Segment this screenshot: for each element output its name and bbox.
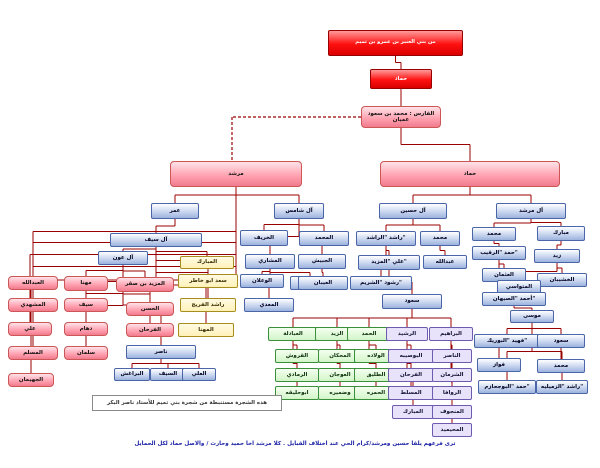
- node-fahad-boraik: فهيد "البوريك": [474, 334, 540, 348]
- node-muhammad-m: محمد: [472, 227, 516, 241]
- node-hamad-bujazim: حمد "البوجحازم": [478, 380, 536, 394]
- node-omar: عمر: [151, 203, 199, 219]
- node-alshamsan: آل شامس: [274, 203, 324, 219]
- node-alabdullah: العبدالله: [8, 276, 58, 290]
- node-alwaalan: الوعلان: [240, 274, 284, 288]
- node-alhasan: الحسن: [126, 302, 174, 316]
- node-alhamad: الحمد: [347, 327, 391, 341]
- node-almanjouf: المنجوف: [432, 405, 472, 419]
- node-almuhanna: المهنا: [178, 323, 234, 337]
- node-alramadi: الرمادي: [275, 368, 319, 382]
- node-alshirman: الشرمان: [432, 368, 472, 382]
- node-saif-l: سيف: [64, 298, 108, 312]
- node-alhussein: آل حسين: [379, 203, 447, 219]
- node-musa: موسى: [510, 310, 554, 323]
- node-almusallam: المسلم: [8, 346, 58, 360]
- node-alabadilah: العبادلة: [268, 327, 318, 341]
- node-aljubaish: الجبيش: [298, 254, 346, 269]
- node-mubarak: مبارك: [537, 226, 585, 241]
- node-abdullah-h: عبدالله: [423, 255, 467, 269]
- node-alaun: آل عون: [98, 251, 148, 265]
- node-almazid-saqr: المزيد بن صقر: [116, 277, 174, 292]
- node-alsaif: آل سيف: [110, 233, 202, 247]
- node-faris: الفارس : محمد بن سعود عميان: [361, 106, 441, 128]
- node-alqurush: القروش: [275, 349, 319, 363]
- node-rashid-faraj: راشد الفريج: [180, 298, 236, 312]
- node-hamad-raqib: حمد "الرقيب": [472, 246, 526, 260]
- node-albusaibah: البوصيبه: [388, 349, 434, 363]
- node-alsaif3: السيف: [150, 368, 186, 381]
- node-nasir: ناصر: [126, 345, 196, 359]
- node-alhamrah: الحمره: [354, 386, 398, 400]
- node-salman: سلمان: [64, 346, 108, 360]
- node-rashid-rashid: راشد "الراشد": [356, 231, 416, 246]
- node-alkhashibi: الخشيبان: [537, 273, 587, 287]
- node-aljuhaiman: الجهيمان: [8, 373, 54, 387]
- node-saud: سعود: [382, 294, 442, 309]
- node-alrashid2: الرشيد: [386, 327, 428, 341]
- node-almubarak: المبارك: [180, 256, 234, 269]
- node-albaraghish: البراغش: [114, 368, 150, 381]
- node-almushahadi: المشهدي: [8, 298, 58, 312]
- node-almubarak2: المبارك: [392, 405, 434, 419]
- node-muhammad-r: محمد: [537, 359, 585, 373]
- node-saad-abu: سعد ابو خاطر: [178, 274, 238, 288]
- node-almusatt: المسلط: [388, 386, 434, 400]
- node-alali: العلي: [182, 368, 216, 381]
- node-alrawaf: الروافا: [432, 386, 472, 400]
- node-almurshid: آل مرشد: [496, 203, 566, 219]
- node-top: من بني العنبر بن عمرو بن تميم: [328, 30, 463, 56]
- node-alfarhan-l: الفرحان: [126, 323, 174, 337]
- node-almashari: المشاري: [245, 254, 295, 269]
- node-rasho-sharim: رشود "الشريم": [350, 276, 412, 290]
- node-saud-r: سعود: [537, 334, 585, 348]
- node-almuhammad: المحمد: [299, 231, 349, 246]
- node-dahim: دهام: [64, 322, 108, 336]
- node-fawaz: فواز: [477, 358, 521, 372]
- node-hammad2: حماد: [380, 161, 560, 187]
- node-almuhkan: المحكان: [318, 349, 362, 363]
- node-rashid-zumailah: راشد "الزميليه": [536, 380, 588, 394]
- node-alkhareef: الخريف: [240, 230, 288, 246]
- node-mahna: مهنا: [64, 276, 108, 291]
- node-alaiban: العيبان: [298, 276, 348, 290]
- node-alfarhan-c: الفرحان: [388, 368, 434, 382]
- node-ali-l: علي: [8, 322, 52, 336]
- node-ahmad-saihan: أحمد "الصيهان": [482, 292, 546, 306]
- node-almaadi: المعدي: [244, 298, 294, 312]
- node-ali-mazyad: علي "المزيد": [358, 255, 420, 270]
- node-alnasir: الناصر: [432, 349, 472, 363]
- node-almuhaimid: المحيميد: [432, 423, 472, 437]
- node-albrahim: البراهيم: [429, 327, 473, 341]
- footer-verse: ترى فرعهم يلقا حسين ومرشد/كرام الحي عند …: [134, 441, 456, 447]
- source-note: هذه الشجرة مستنبطة من شجرة بني تميم للأس…: [92, 395, 282, 411]
- node-hammad1: حماد: [370, 69, 432, 89]
- node-zaid: زيد: [534, 249, 580, 263]
- node-murshid: مرشد: [170, 161, 302, 187]
- node-muhammad-h: محمد: [420, 231, 460, 246]
